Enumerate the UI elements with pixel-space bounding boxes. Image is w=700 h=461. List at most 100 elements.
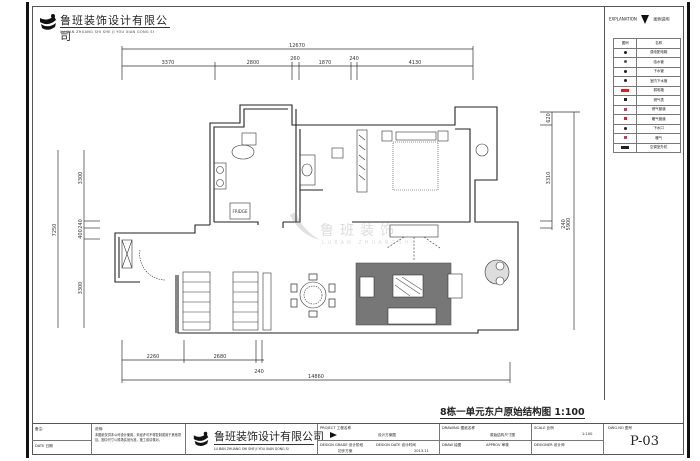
dim-right-total: 5900 [566,218,572,231]
tb-logo-cell: 鲁班装饰设计有限公司 LU BAN ZHUANG SHI SHE JI YOU … [186,424,324,455]
tb-design-date-label: DESIGN DATE 设计时间 [376,443,416,447]
tb-drawing-cell: DRAWING 图纸名称 原始结构尺寸图 DRAW 绘图 APPROV 审核 [440,424,532,455]
legend-symbol-icon [623,107,627,111]
legend-row: 空调室外机 [612,142,681,153]
legend-symbol-icon [623,136,627,140]
dim-top-1: 3370 [162,60,175,66]
walls [114,104,519,334]
dim-bottom-total: 14860 [308,374,324,380]
dim-top-6: 4130 [409,60,422,66]
company-name-en-bottom: LU BAN ZHUANG SHI SHE JI YOU XIAN GONG S… [214,447,289,451]
company-logo-icon-bottom [193,431,209,446]
dim-bottom-2: 2680 [214,354,227,360]
company-logo-icon [40,14,56,30]
company-name-cn: 鲁班装饰设计有限公司 [60,14,168,43]
svg-text:鲁班装饰: 鲁班装饰 [320,223,400,239]
armchair-left [359,276,375,298]
dim-left-1: 3300 [78,172,84,185]
tb-remarks-cell: 备注: DATE 日期 [32,424,92,455]
shoe-cabinet [121,239,133,269]
drawing-frame-outer [26,2,690,458]
legend-symbol-icon [621,145,630,149]
company-name-en: LU BAN ZHUANG SHI SHE JI YOU XIAN GONG S… [60,30,155,34]
stove [213,162,227,190]
tb-scale-label: SCALE 比例 [534,426,554,430]
drawing-frame-inner [32,6,684,455]
armchair-right [447,273,463,299]
fridge-label: FRIDGE [233,209,248,214]
tb-notes-text: 本图纸仅供本公司设计使用，未经许可不得复制或用于其他项目。图中尺寸以现场实测为准… [95,433,182,442]
wardrobe [356,129,368,193]
legend-symbol-icon [623,79,627,83]
dimension-lines [57,46,580,383]
tb-remarks-label: 备注: [35,427,44,431]
legend-header-en: EXPLANATION [609,16,637,22]
staircase-right [232,271,259,331]
legend-item-name: 空调室外机 [636,142,681,153]
tb-scale-cell: SCALE 比例 1:100 DESIGNER 设计师 [532,424,604,455]
tb-design-grade-label: DESIGN GRADE 设计阶段 [320,443,364,447]
kitchen-sink [241,132,257,146]
drawing-title: 8栋一单元东户原始结构图 1:100 [440,404,585,419]
tb-project-cell: PROJECT 工程名称 设计方案图 DESIGN GRADE 设计阶段 初步方… [318,424,440,455]
tb-dwg-cell: DWG.NO 图号 P-03 [604,424,684,455]
company-logo-top: 鲁班装饰设计有限公司 LU BAN ZHUANG SHI SHE JI YOU … [38,10,178,43]
legend-symbol-icon [623,60,627,64]
svg-text:LUBAN ZHUANGSHI: LUBAN ZHUANGSHI [322,240,416,246]
legend-header-cn: 图例说明 [653,16,670,22]
bed-headboard [395,131,437,141]
dim-right-3: 240 [561,219,567,229]
tb-drawing-value: 原始结构尺寸图 [490,433,516,437]
dim-left-3: 400 [78,229,84,239]
tb-date-label: DATE 日期 [35,444,53,448]
dim-right-1: 620 [546,113,552,123]
title-block: 备注: DATE 日期 说明: 本图纸仅供本公司设计使用，未经许可不得复制或用于… [32,423,684,455]
logo-underline [60,27,170,28]
sofa [387,307,437,325]
legend-symbol-icon [623,50,627,54]
storage-shelf [262,272,272,331]
dim-left-total: 7250 [52,224,58,237]
legend-header: EXPLANATION 图例说明 [609,15,685,24]
tb-approv-label: APPROV 审核 [486,443,509,447]
tb-design-grade-value: 初步方案 [338,449,353,453]
company-name-cn-bottom: 鲁班装饰设计有限公司 [214,430,324,443]
dim-bottom-3: 240 [254,369,264,375]
dimension-labels: 12670 3370 2800 260 1870 240 4130 7250 3… [52,43,572,380]
dim-top-total: 12670 [289,43,305,49]
dim-top-4: 1870 [319,60,332,66]
tb-design-date-value: 2013.11 [414,449,429,453]
tb-designer-label: DESIGNER 设计师 [534,443,565,447]
furniture: FRIDGE [121,129,510,331]
dining-table [299,281,327,309]
tb-project-value: 设计方案图 [378,433,396,437]
north-arrow-icon [641,15,650,24]
dining-chairs [290,273,336,318]
play-arrow-icon [330,432,337,438]
tb-scale-value: 1:100 [582,432,593,436]
legend-table: 图例名称 强电配电箱给水管下水管室内下水管弱电箱燃气表燃气管道暖气管道下水口暖气… [612,38,681,153]
dim-left-2: 240 [78,219,84,229]
dim-bottom-1: 2260 [147,354,160,360]
tb-dwg-no-label: DWG.NO 图号 [608,426,633,430]
kitchen-chair [231,144,255,160]
tb-project-label: PROJECT 工程名称 [320,426,352,430]
dim-right-2: 3310 [546,172,552,185]
dim-top-5: 240 [349,56,359,62]
dim-top-3: 260 [290,56,300,62]
legend-symbol-icon [623,126,627,130]
legend-symbol-icon [623,69,627,73]
tb-notes-label: 说明: [95,427,104,431]
legend-symbol-icon [623,117,627,121]
legend-panel: EXPLANATION 图例说明 图例名称 强电配电箱给水管下水管室内下水管弱电… [604,6,684,400]
staircase-left [182,271,211,331]
dim-left-4: 3300 [78,282,84,295]
legend-symbol-icon [621,88,630,92]
bed [392,141,439,191]
watermark-logo: 鲁班装饰 LUBAN ZHUANGSHI [290,212,416,246]
tb-notes-cell: 说明: 本图纸仅供本公司设计使用，未经许可不得复制或用于其他项目。图中尺寸以现场… [92,424,186,455]
bathroom-vanity [299,154,316,186]
fridge [229,202,251,220]
entry-door-swing [139,249,166,281]
